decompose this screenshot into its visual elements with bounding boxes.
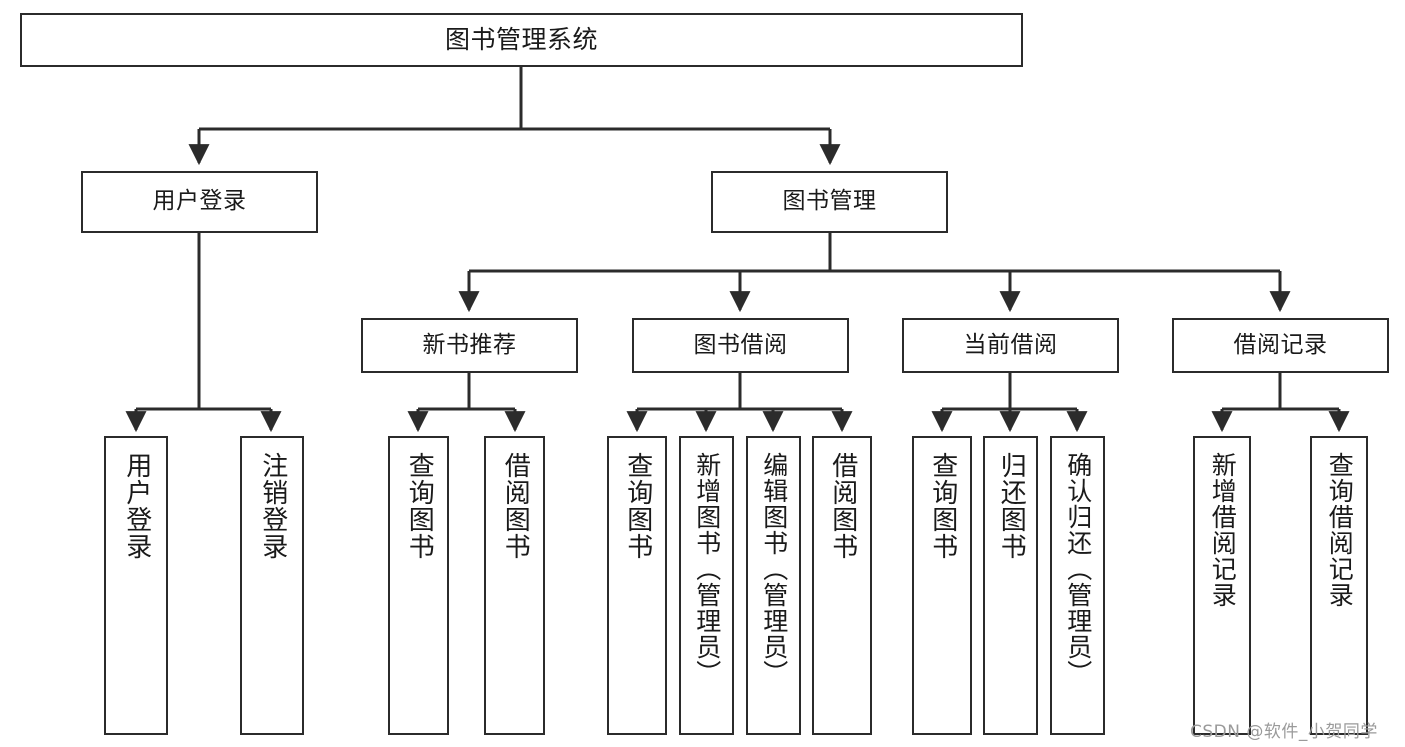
node-label: 用户登录 <box>121 452 152 560</box>
leaf-borrow-edit-book-admin[interactable]: 编辑图书（管理员） <box>746 436 801 735</box>
node-label: 归还图书 <box>996 452 1027 560</box>
node-label: 查询图书 <box>927 452 958 560</box>
node-label: 用户登录 <box>152 188 247 215</box>
node-label: 借阅图书 <box>827 452 858 560</box>
leaf-current-confirm-return-admin[interactable]: 确认归还（管理员） <box>1050 436 1105 735</box>
node-new-book-recommend[interactable]: 新书推荐 <box>361 318 578 373</box>
node-book-borrow[interactable]: 图书借阅 <box>632 318 849 373</box>
leaf-borrow-query-book[interactable]: 查询图书 <box>607 436 667 735</box>
node-label: 新增借阅记录 <box>1208 452 1238 608</box>
leaf-borrow-borrow-book[interactable]: 借阅图书 <box>812 436 872 735</box>
node-user-login[interactable]: 用户登录 <box>81 171 318 233</box>
node-label: 借阅图书 <box>500 452 531 560</box>
node-label: 新书推荐 <box>422 331 517 358</box>
leaf-borrow-add-book-admin[interactable]: 新增图书（管理员） <box>679 436 734 735</box>
leaf-new-book-borrow[interactable]: 借阅图书 <box>484 436 545 735</box>
node-label: 当前借阅 <box>963 331 1058 358</box>
leaf-user-login-logout[interactable]: 注销登录 <box>240 436 304 735</box>
watermark: CSDN @软件_小贺同学 <box>1190 722 1378 742</box>
node-current-borrow[interactable]: 当前借阅 <box>902 318 1119 373</box>
leaf-records-add-record[interactable]: 新增借阅记录 <box>1193 436 1251 735</box>
node-label: 查询图书 <box>622 452 653 560</box>
leaf-current-return-book[interactable]: 归还图书 <box>983 436 1038 735</box>
leaf-records-query-record[interactable]: 查询借阅记录 <box>1310 436 1368 735</box>
node-label: 图书借阅 <box>693 331 788 358</box>
node-label: 借阅记录 <box>1233 331 1328 358</box>
node-label: 新增图书（管理员） <box>692 452 722 686</box>
node-label: 注销登录 <box>257 452 288 560</box>
node-label: 图书管理系统 <box>444 25 598 55</box>
node-label: 查询借阅记录 <box>1325 452 1355 608</box>
leaf-user-login-login[interactable]: 用户登录 <box>104 436 168 735</box>
node-root-system[interactable]: 图书管理系统 <box>20 13 1023 67</box>
node-borrow-records[interactable]: 借阅记录 <box>1172 318 1389 373</box>
node-label: 编辑图书（管理员） <box>759 452 789 686</box>
node-label: 查询图书 <box>404 452 435 560</box>
node-label: 图书管理 <box>782 188 877 215</box>
leaf-current-query-book[interactable]: 查询图书 <box>912 436 972 735</box>
node-label: 确认归还（管理员） <box>1063 452 1093 686</box>
node-book-management[interactable]: 图书管理 <box>711 171 948 233</box>
leaf-new-book-query[interactable]: 查询图书 <box>388 436 449 735</box>
